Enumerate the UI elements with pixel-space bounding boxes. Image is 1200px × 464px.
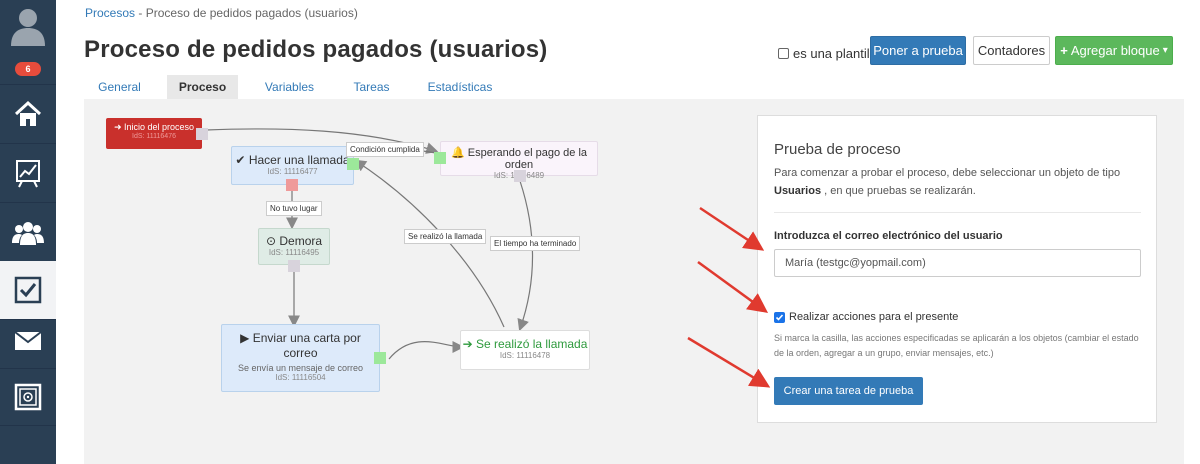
breadcrumb-current: Proceso de pedidos pagados (usuarios) [145,6,358,20]
panel-desc-before: Para comenzar a probar el proceso, debe … [774,167,1121,179]
connector-start[interactable] [196,128,208,140]
safe-icon [14,383,42,411]
tab-general[interactable]: General [98,80,141,94]
connector-wait-no[interactable] [514,170,526,182]
process-test-panel: Prueba de proceso Para comenzar a probar… [757,115,1157,423]
template-checkbox[interactable] [778,48,789,59]
edge-mail-to-done [388,340,465,360]
counters-button[interactable]: Contadores [973,36,1050,65]
breadcrumb-separator: - [138,6,143,20]
sidebar-divider [0,202,56,203]
node-mail-title: Enviar una carta por correo [252,331,361,360]
node-start-id: IdS: 11116476 [132,133,176,140]
connector-delay[interactable] [288,260,300,272]
node-mail-id: IdS: 11116504 [275,373,326,382]
mail-icon [14,331,42,350]
connector-call-yes[interactable] [347,158,359,170]
checkbox-icon [14,276,42,304]
sign-out-icon: ➔ [462,337,473,351]
edge-label-time-over: El tiempo ha terminado [490,236,581,251]
node-start[interactable]: ➜ Inicio del proceso IdS: 11116476 [106,118,202,149]
panel-desc-after: , en que pruebas se realizarán. [824,185,976,197]
connector-mail[interactable] [374,352,386,364]
node-done-id: IdS: 11116478 [499,351,551,360]
node-delay-id: IdS: 11116495 [268,248,320,257]
edge-label-call-done: Se realizó la llamada [404,229,487,244]
sidebar-divider [0,425,56,426]
sidebar: 6 [0,0,56,464]
node-done-title: Se realizó la llamada [476,337,588,351]
chart-icon [16,160,40,188]
user-avatar[interactable] [9,6,47,46]
sidebar-item-analytics[interactable] [0,144,56,202]
connector-call-no[interactable] [286,179,298,191]
sidebar-item-users[interactable] [0,203,56,261]
tab-variables[interactable]: Variables [264,80,315,94]
sign-in-icon: ➜ [113,122,122,132]
node-start-title: Inicio del proceso [124,122,195,132]
template-checkbox-label: es una plantilla [793,46,880,61]
bell-icon: 🔔 [450,147,465,159]
connector-wait-yes[interactable] [434,152,446,164]
edge-wait-to-done [517,180,534,332]
check-icon: ✔ [235,153,246,167]
panel-description: Para comenzar a probar el proceso, debe … [774,164,1144,200]
node-done[interactable]: ➔ Se realizó la llamada IdS: 11116478 [460,330,590,370]
plus-icon: + [1060,43,1068,58]
test-process-button[interactable]: Poner a prueba [870,36,966,65]
node-call-title: Hacer una llamada [248,153,350,167]
sidebar-divider [0,84,56,85]
panel-desc-object-type: Usuarios [774,185,822,197]
clock-icon: ⊙ [265,234,277,248]
sidebar-item-mail[interactable] [0,312,56,370]
node-mail-desc: Se envía un mensaje de correo [237,363,364,373]
email-field[interactable]: María (testgc@yopmail.com) [774,249,1141,277]
page-title: Proceso de pedidos pagados (usuarios) [84,36,548,63]
breadcrumb: Procesos - Proceso de pedidos pagados (u… [85,6,358,20]
tab-statistics[interactable]: Estadísticas [427,80,493,94]
checkmark-icon [775,313,784,321]
email-field-label: Introduzca el correo electrónico del usu… [774,230,1003,242]
home-icon [14,100,42,126]
edge-label-no-place: No tuvo lugar [266,201,322,216]
users-icon [12,222,44,245]
node-delay-title: Demora [279,234,323,248]
tab-tasks[interactable]: Tareas [353,80,390,94]
present-actions-checkbox[interactable] [774,311,785,323]
node-wait-title: Esperando el pago de la orden [467,147,588,171]
present-actions-help: Si marca la casilla, las acciones especi… [774,333,1139,358]
present-actions-label: Realizar acciones para el presente [789,311,959,323]
present-actions-checkbox-row[interactable]: Realizar acciones para el presente [774,311,958,323]
caret-down-icon: ▾ [1162,45,1168,56]
sidebar-divider [0,143,56,144]
play-icon: ▶ [240,331,250,345]
template-checkbox-wrap[interactable]: es una plantilla [778,46,880,61]
sidebar-item-home[interactable] [0,85,56,143]
node-mail[interactable]: ▶ Enviar una carta por correo Se envía u… [221,324,380,392]
notification-badge[interactable]: 6 [15,62,41,76]
add-block-label: Agregar bloque [1070,43,1160,58]
breadcrumb-link-processes[interactable]: Procesos [85,6,136,20]
tab-process[interactable]: Proceso [167,75,238,100]
sidebar-divider [0,368,56,369]
edge-done-to-call [353,159,505,328]
sidebar-item-processes[interactable] [0,261,56,319]
edge-label-condition: Condición cumplida [346,142,424,157]
add-block-button[interactable]: + Agregar bloque ▾ [1055,36,1173,65]
panel-divider [774,212,1141,213]
panel-title: Prueba de proceso [774,141,901,158]
user-icon [11,9,45,46]
sidebar-item-safe[interactable] [0,368,56,426]
create-test-task-button[interactable]: Crear una tarea de prueba [774,377,923,405]
node-call-id: IdS: 11116477 [267,167,318,176]
sidebar-divider [0,319,56,320]
